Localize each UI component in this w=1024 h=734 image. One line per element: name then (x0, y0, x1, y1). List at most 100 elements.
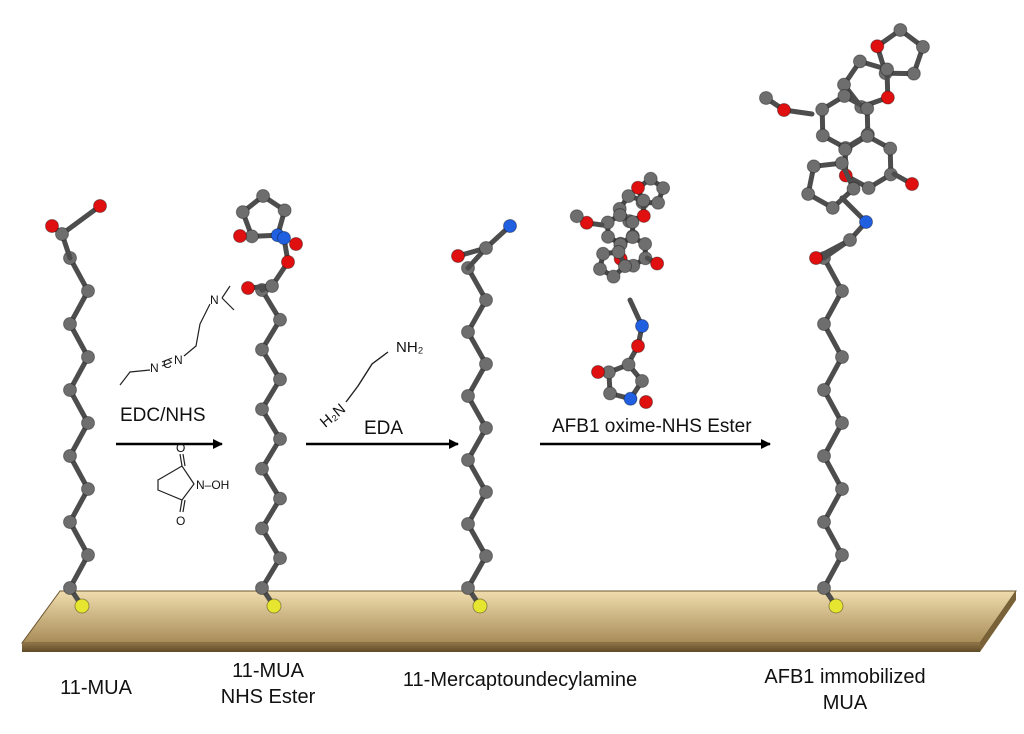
amine-carbon-8 (462, 326, 475, 339)
reagent-afb-benzene-atom-4 (613, 209, 626, 222)
afb1mua-afb-furan-a-atom-0 (916, 40, 929, 53)
reagent-nhs-ring-atom-1 (604, 387, 617, 400)
afb1mua-afb-furan-b-atom-4 (881, 63, 894, 76)
nhs-ester-o (282, 256, 295, 269)
reagent-nhs-ring-atom-4 (635, 374, 648, 387)
reagent-afb-furan-a-atom-0 (657, 182, 670, 195)
caption-nhs-ester-line2: NHS Ester (208, 684, 328, 710)
caption-afb1-immobilized: AFB1 immobilized MUA (740, 664, 950, 716)
eda-nh2-label: NH₂ (396, 339, 424, 356)
edc-n2-label: N (174, 353, 183, 367)
reagent-afb-furan-b-atom-4 (637, 194, 650, 207)
nhs-carbon-1 (274, 552, 287, 565)
amine-carbon-2 (462, 518, 475, 531)
reagent-oxime-o (632, 340, 645, 353)
reagent-afb1-oxime-nhs: AFB1 oxime-NHS Ester (552, 416, 752, 438)
afb1mua-afb-benzene-atom-5 (861, 102, 874, 115)
nhs-ring-atom-4 (278, 204, 291, 217)
afb1mua-afb-furan-b-atom-0 (881, 91, 894, 104)
reagent-afb-lactone-atom-4 (626, 231, 639, 244)
caption-afb1-line1: AFB1 immobilized (740, 664, 950, 690)
nhs-o2-label: O (176, 514, 185, 528)
mua-oxygen-1 (46, 220, 59, 233)
afb1mua-afb-methoxy-o (778, 104, 791, 117)
reagent-afb-cyclopentenone-atom-3 (597, 247, 610, 260)
afb1mua-afb-lactone-atom-1 (862, 181, 875, 194)
amine-carbon-4 (462, 454, 475, 467)
afb1mua-sulfur (829, 599, 843, 613)
reagent-afb-cyclopentenone-atom-4 (612, 246, 625, 259)
eda-h2n-label: H₂N (317, 400, 349, 431)
afb1mua-afb-carbonyl-o (906, 178, 919, 191)
reagent-afb-cyclopentenone-atom-2 (593, 262, 606, 275)
nhs-o1-label: O (176, 441, 185, 455)
reagent-nhs-o1 (592, 366, 605, 379)
amine-carbon-9 (480, 294, 493, 307)
afb1mua-afb-lactone-atom-5 (884, 142, 897, 155)
reagent-afb-benzene-atom-2 (602, 230, 615, 243)
afb1mua-afb-benzene-atom-3 (816, 103, 829, 116)
mua-carbon-3 (82, 483, 95, 496)
mua-carbon-7 (82, 351, 95, 364)
nhs-ring-atom-1 (245, 230, 258, 243)
amine-nitrogen (504, 220, 517, 233)
afb1mua-carbon-0 (818, 582, 831, 595)
afb1mua-oxygen (810, 252, 823, 265)
reagent-afb-furan-a-atom-4 (644, 172, 657, 185)
reagent-afb-carbonyl-o (651, 257, 664, 270)
mua-bond-o2 (62, 206, 100, 234)
amine-head-carbon (480, 242, 493, 255)
caption-nhs-ester: 11-MUA NHS Ester (208, 658, 328, 710)
afb1mua-carbon-3 (836, 483, 849, 496)
mua-carbon-2 (64, 516, 77, 529)
nhs-carbon-0 (256, 582, 269, 595)
reagent-afb-methoxy-c (570, 210, 583, 223)
afb1mua-carbon-1 (836, 549, 849, 562)
nhs-carbon-7 (274, 373, 287, 386)
gold-surface-front (22, 643, 980, 652)
amine-carbon-6 (462, 390, 475, 403)
edc-n1-label: N (150, 361, 159, 375)
nhs-nitrogen (278, 232, 291, 245)
reagent-nhs-o2 (640, 396, 653, 409)
amine-carbon-1 (480, 550, 493, 563)
afb1mua-afb-furan-a-atom-1 (907, 67, 920, 80)
reagent-afb-cyclopentenone-atom-0 (618, 260, 631, 273)
caption-afb1-line2: MUA (740, 690, 950, 716)
nhs-ring-atom-2 (236, 206, 249, 219)
nhs-ring-o2 (290, 238, 303, 251)
afb1mua-carbon-4 (818, 450, 831, 463)
afb1mua-nitrogen (860, 216, 873, 229)
amine-carbon-7 (480, 358, 493, 371)
nhs-carbon-6 (256, 403, 269, 416)
afb1mua-afb-furan-b-atom-3 (853, 55, 866, 68)
afb1mua-afb-methoxy-c (760, 92, 773, 105)
afb1mua-carbon-6 (818, 384, 831, 397)
reagent-imine-n (636, 320, 649, 333)
nhs-ring-atom-3 (257, 190, 270, 203)
afb1mua-afb-cyclopentenone-atom-4 (835, 157, 848, 170)
reagent-eda: EDA (364, 418, 403, 440)
mua-carbon-8 (64, 318, 77, 331)
nhs-carbon-9 (274, 313, 287, 326)
nhs-carbon-5 (274, 433, 287, 446)
afb1mua-afb-cyclopentenone-atom-1 (826, 201, 839, 214)
mua-sulfur (75, 599, 89, 613)
afb1mua-afb-benzene-atom-4 (838, 90, 851, 103)
amine-oxygen (452, 250, 465, 263)
mua-carbon-6 (64, 384, 77, 397)
reagent-afb-benzene-atom-5 (626, 215, 639, 228)
caption-11-mua: 11-MUA (46, 675, 146, 701)
gold-surface-top (22, 591, 1016, 643)
afb1mua-carbon-9 (836, 285, 849, 298)
mua-carbon-5 (82, 417, 95, 430)
amine-carbon-5 (480, 422, 493, 435)
afb1mua-head-carbon (844, 234, 857, 247)
amine-carbon-0 (462, 582, 475, 595)
nhs-carbon-4 (256, 462, 269, 475)
reagent-afb-furan-b-atom-3 (622, 190, 635, 203)
reagent-nhs-ring-atom-3 (622, 358, 635, 371)
nhs-ring-o1 (234, 230, 247, 243)
nhs-ester-carbon (266, 280, 279, 293)
